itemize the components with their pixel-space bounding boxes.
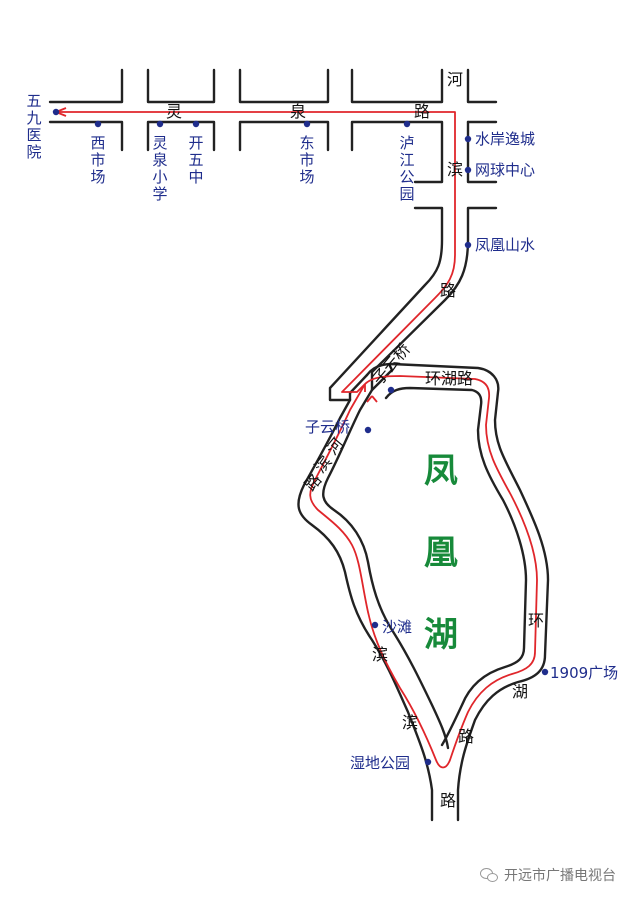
- stop-1909-square: 1909广场: [550, 664, 618, 682]
- road-label-lu2: 路: [440, 281, 456, 300]
- stop-labels: 五九医院 西市场 灵泉小学 开五中 东市场 泸江公园 水岸逸城 网球中心 凤凰山…: [26, 92, 618, 772]
- stop-fenghuang-shanshui: 凤凰山水: [475, 236, 535, 254]
- stop-shuian-yicheng: 水岸逸城: [475, 130, 535, 148]
- watermark-text: 开远市广播电视台: [504, 868, 616, 884]
- road-label-he: 河: [447, 70, 463, 89]
- hebin-road: [297, 206, 550, 822]
- road-label-huanhu-top: 环湖路: [425, 369, 473, 388]
- stop-dong-shichang: 东市场: [299, 134, 314, 186]
- svg-text:凰: 凰: [424, 533, 458, 573]
- stop-kaiwu-middle: 开五中: [188, 134, 203, 186]
- road-label-bin3: 滨: [372, 645, 388, 664]
- road-label-bin4: 滨: [402, 713, 418, 732]
- stop-wujiu-hospital: 五九医院: [26, 92, 41, 161]
- road-label-lu5: 路: [458, 727, 474, 746]
- stop-xi-shichang: 西市场: [90, 134, 105, 186]
- stops: [52, 108, 549, 766]
- lake-name: 凤 凰 湖: [424, 451, 458, 655]
- bus-route: [55, 107, 538, 769]
- stop-ziyun-bridge: 子云桥: [305, 418, 350, 436]
- road-label-he2: 河: [323, 434, 348, 458]
- wechat-icon: [480, 868, 498, 882]
- stop-tennis-center: 网球中心: [475, 161, 535, 179]
- stop-shatan: 沙滩: [382, 618, 412, 636]
- watermark: 开远市广播电视台: [480, 865, 616, 885]
- road-label-ling: 灵: [166, 102, 182, 121]
- road-label-lu4: 路: [440, 791, 456, 810]
- stop-wetland-park: 湿地公园: [350, 754, 410, 772]
- stop-lingquan-primary: 灵泉小学: [152, 134, 167, 203]
- road-label-lu1: 路: [414, 102, 430, 121]
- svg-text:凤: 凤: [424, 451, 458, 491]
- svg-text:湖: 湖: [424, 615, 458, 655]
- lingquan-road: [48, 68, 498, 184]
- road-label-hu: 湖: [512, 682, 528, 701]
- road-label-quan: 泉: [290, 102, 306, 121]
- road-label-bin: 滨: [447, 160, 463, 179]
- road-label-huan: 环: [528, 611, 544, 630]
- stop-lujiang-park: 泸江公园: [399, 134, 414, 203]
